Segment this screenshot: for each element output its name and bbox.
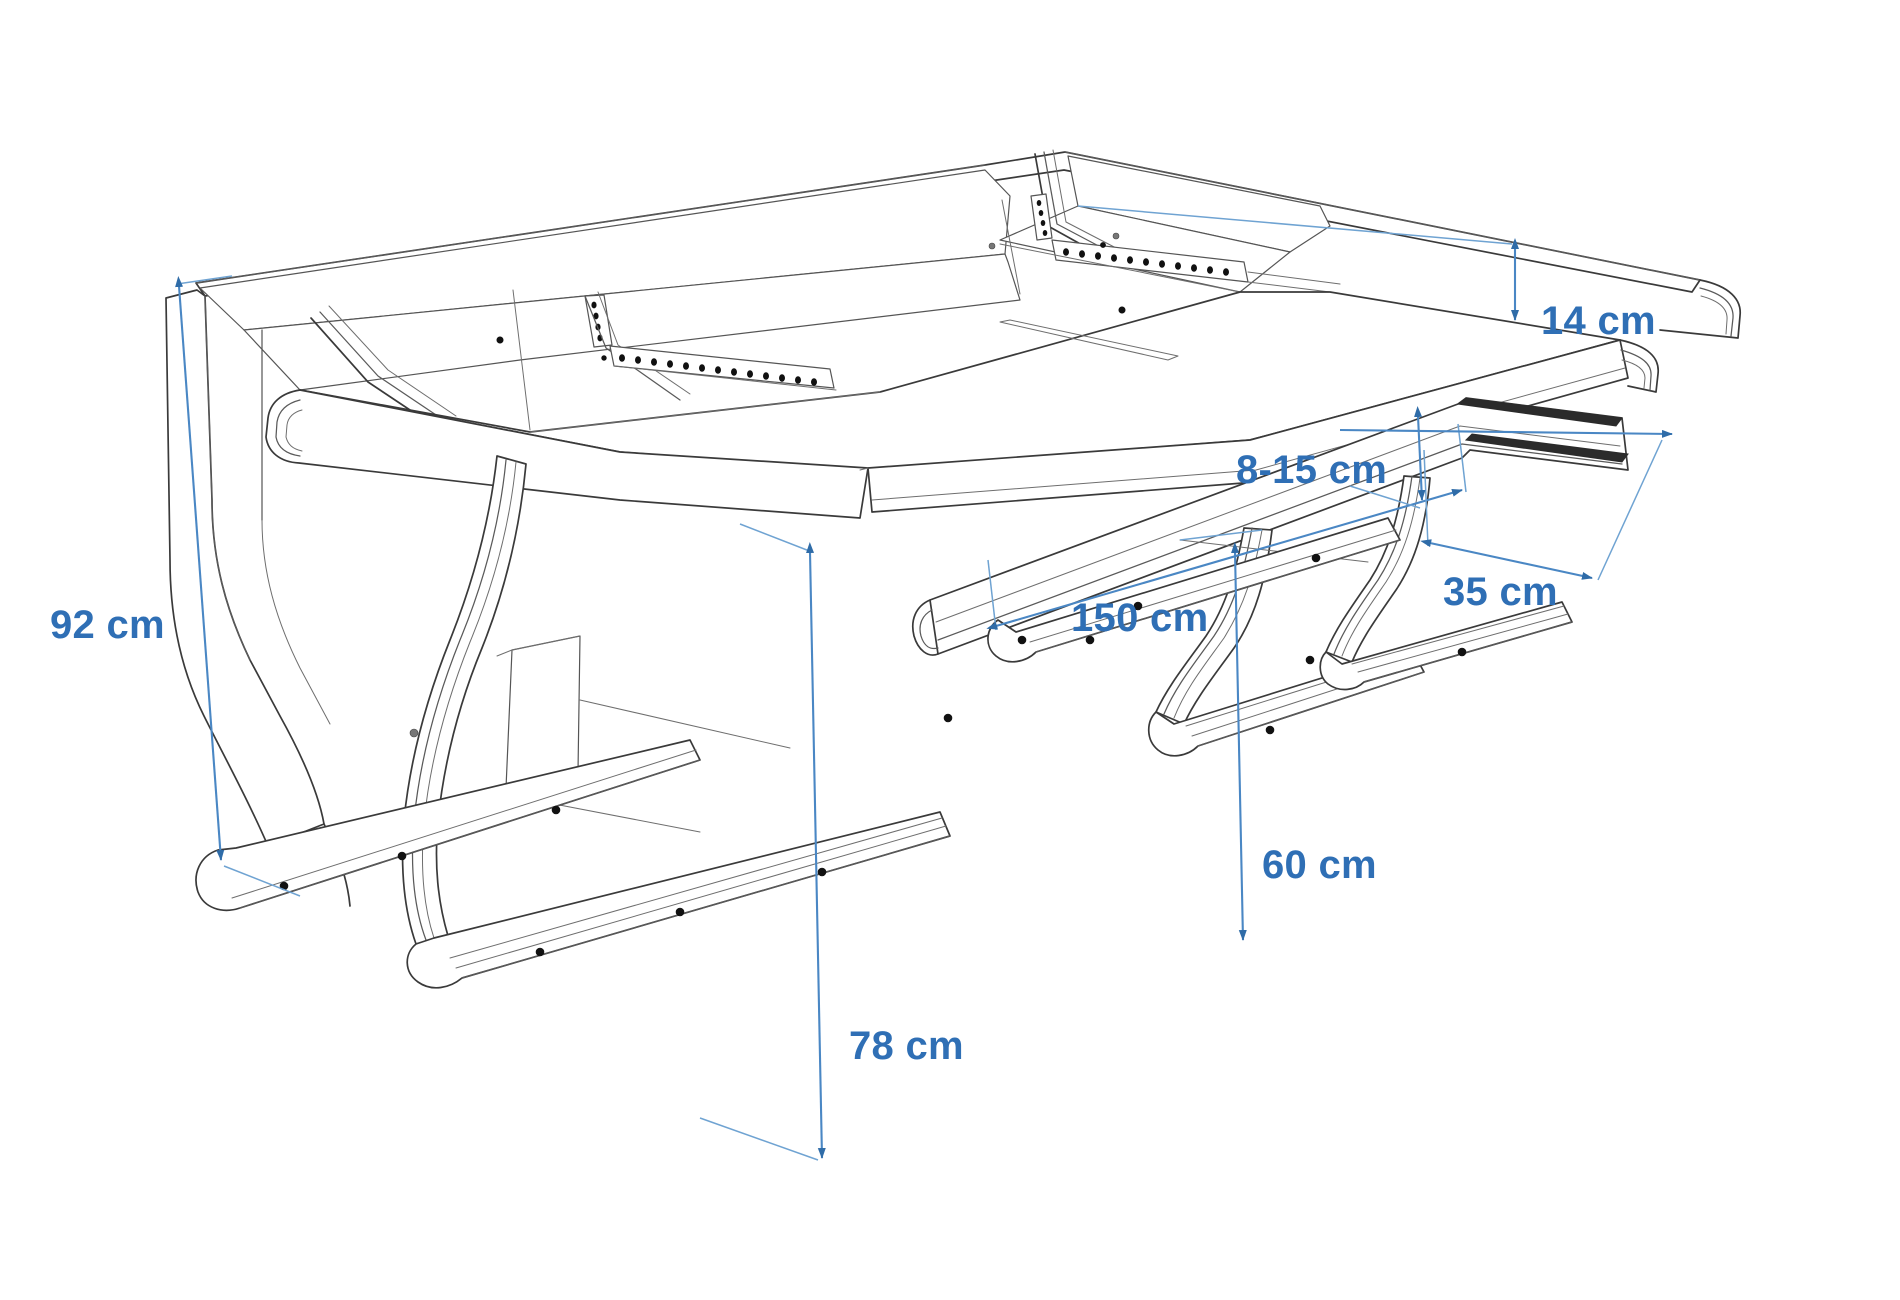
dimension-label-worktop-height: 78 cm xyxy=(849,1024,964,1068)
dimension-label-shelf-gap: 8-15 cm xyxy=(1236,448,1388,492)
desk-body xyxy=(165,149,1741,989)
foot-rail-left-rear xyxy=(406,811,951,989)
main-worktop xyxy=(265,291,1659,598)
dimension-riser-height xyxy=(1077,205,1519,321)
rack-holes-left-horizontal xyxy=(619,354,817,386)
foot-rail-left-front xyxy=(195,739,701,912)
dimension-label-knee-clearance: 60 cm xyxy=(1262,843,1377,887)
foot-rail-right-rear xyxy=(1319,601,1573,691)
dimension-overall-height xyxy=(175,275,301,897)
rear-riser-shelf xyxy=(195,151,1741,339)
dimension-shelf-gap xyxy=(1349,406,1426,509)
dimension-label-overall-height: 92 cm xyxy=(50,603,165,647)
dimension-knee-clearance xyxy=(1179,529,1263,941)
left-rack-rail-bay xyxy=(243,253,1021,433)
dimension-overall-width xyxy=(986,423,1467,631)
dimension-worktop-height xyxy=(699,523,826,1161)
dimension-label-riser-height: 14 cm xyxy=(1541,299,1656,343)
dimension-label-overall-width: 150 cm xyxy=(1071,596,1209,640)
rack-holes-right-horizontal xyxy=(1063,248,1229,276)
dimension-label-shelf-depth: 35 cm xyxy=(1443,570,1558,614)
rack-holes-right-vertical xyxy=(1036,200,1048,236)
cable-cutout xyxy=(859,319,1179,471)
